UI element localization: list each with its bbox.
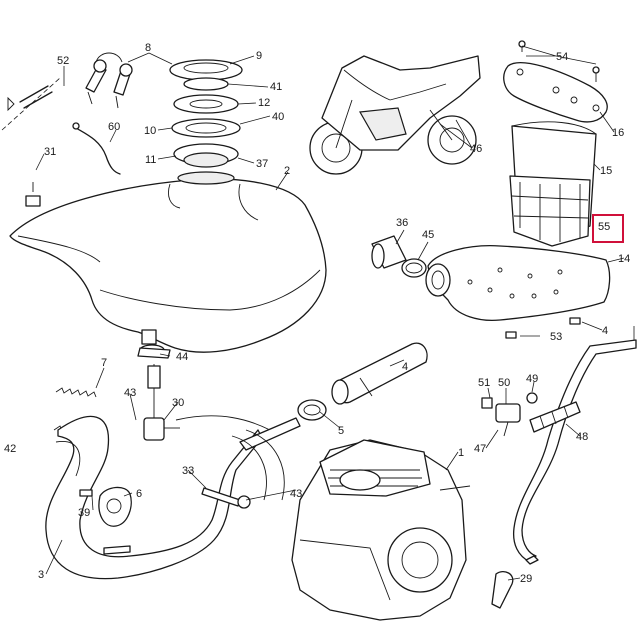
callout-5: 5 — [338, 425, 344, 437]
hose-coupler — [371, 235, 427, 278]
callout-40: 40 — [272, 111, 284, 123]
callout-9: 9 — [256, 50, 262, 62]
callout-60: 60 — [108, 121, 120, 133]
motorcycle-overview — [309, 55, 481, 175]
silencer — [331, 342, 428, 405]
callout-3: 3 — [38, 569, 44, 581]
callout-41: 41 — [270, 81, 282, 93]
callout-46: 46 — [470, 143, 482, 155]
ignition-keys — [85, 52, 133, 109]
callout-8: 8 — [145, 42, 151, 54]
air-filter-housing — [509, 121, 597, 247]
callout-12: 12 — [258, 97, 270, 109]
fuel-tank — [9, 171, 327, 353]
callout-51: 51 — [478, 377, 490, 389]
callout-30: 30 — [172, 397, 184, 409]
callout-2: 2 — [284, 165, 290, 177]
callout-6: 6 — [136, 488, 142, 500]
callout-33: 33 — [182, 465, 194, 477]
callout-10: 10 — [144, 125, 156, 137]
silencer-clamp — [297, 399, 327, 421]
callout-42: 42 — [4, 443, 16, 455]
callout-45: 45 — [422, 229, 434, 241]
callout-14: 14 — [618, 253, 630, 265]
callout-16: 16 — [612, 127, 624, 139]
callout-7: 7 — [101, 357, 107, 369]
callout-53: 53 — [550, 331, 562, 343]
engine-block — [291, 439, 471, 621]
vent-hose — [1, 77, 61, 131]
intake-duct — [425, 245, 611, 322]
callout-37: 37 — [256, 158, 268, 170]
callout-15: 15 — [600, 165, 612, 177]
callout-4-right: 4 — [602, 325, 608, 337]
callout-1: 1 — [458, 447, 464, 459]
callout-55: 55 — [598, 221, 610, 233]
fuel-tap — [139, 344, 271, 441]
callout-43-left: 43 — [124, 387, 136, 399]
fuel-cap-assembly — [169, 59, 243, 168]
callout-4: 4 — [402, 361, 408, 373]
callout-36: 36 — [396, 217, 408, 229]
valve-assembly — [481, 392, 538, 437]
callout-29: 29 — [520, 573, 532, 585]
coolant-pipe — [512, 339, 637, 563]
callout-43-right: 43 — [290, 488, 302, 500]
callout-11: 11 — [145, 154, 156, 166]
mounting-plate — [503, 40, 608, 123]
callout-52: 52 — [57, 55, 69, 67]
callout-49: 49 — [526, 373, 538, 385]
fasteners — [25, 182, 581, 609]
callout-48: 48 — [576, 431, 588, 443]
callout-47: 47 — [474, 443, 486, 455]
callout-50: 50 — [498, 377, 510, 389]
highlight-box — [592, 214, 624, 243]
callout-54: 54 — [556, 51, 568, 63]
callout-39: 39 — [78, 507, 90, 519]
highlighted-callout-55[interactable]: 55 — [592, 214, 624, 243]
callout-31: 31 — [44, 146, 56, 158]
exhaust-gasket — [98, 486, 132, 527]
leader-lines — [35, 45, 635, 581]
fuel-line — [72, 122, 121, 175]
callout-44: 44 — [176, 351, 188, 363]
exhaust-pipe — [45, 415, 301, 580]
callout-labels: 8 9 41 12 40 10 11 37 2 60 52 31 54 16 1… — [4, 42, 630, 585]
